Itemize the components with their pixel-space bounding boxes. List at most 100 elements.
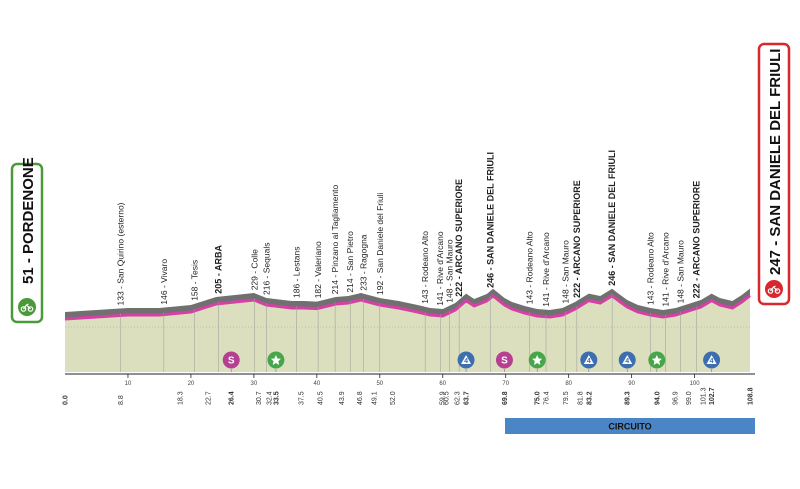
town-label: 143 - Rodeano Alto (646, 232, 656, 305)
sprint-icon (222, 351, 240, 369)
town-label: 246 - SAN DANIELE DEL FRIULI (486, 152, 496, 288)
mountain-glyph (706, 355, 717, 364)
kom-marker: 4 (618, 351, 636, 372)
route-line (64, 293, 751, 321)
km-label: 75.0 (535, 391, 542, 405)
km-label: 49.1 (372, 391, 379, 405)
town-label: 141 - Rive d'Arcano (435, 231, 445, 306)
star-glyph (651, 355, 662, 365)
circuit-bar (505, 418, 755, 434)
star-glyph (532, 355, 543, 365)
axis-tick-label: 30 (251, 381, 258, 387)
kom-marker: 4 (457, 351, 475, 372)
town-label: 141 - Rive d'Arcano (541, 232, 551, 307)
km-label: 83.2 (586, 391, 593, 405)
axis-tick-label: 80 (565, 381, 572, 387)
finish-frame (757, 42, 791, 306)
mountain-glyph (461, 355, 472, 364)
kom-category: 4 (464, 358, 468, 365)
km-label: 99.0 (686, 391, 693, 405)
km-label: 79.5 (563, 391, 570, 405)
kom-marker: 4 (703, 351, 721, 372)
town-drop-lines (120, 293, 697, 372)
km-label: 96.9 (673, 391, 680, 405)
km-label: 59.9 (440, 391, 447, 405)
town-label: 186 - Lestans (292, 246, 302, 298)
km-label: 40.5 (318, 391, 325, 405)
km-label: 94.0 (654, 391, 661, 405)
town-label: 148 - San Mauro (561, 240, 571, 304)
km-label: 63.7 (464, 391, 471, 405)
star-glyph (270, 355, 281, 365)
town-label: 148 - San Mauro (445, 239, 455, 303)
km-label: 33.5 (273, 391, 280, 405)
km-label: 8.8 (118, 395, 125, 405)
town-label: 214 - San Pietro (345, 231, 355, 293)
kom-category: 4 (710, 358, 714, 365)
start-bike-glyph (20, 303, 34, 312)
axis-tick-label: 60 (439, 381, 446, 387)
town-label: 214 - Pinzano al Tagliamento (330, 184, 340, 294)
sprint-marker: S (495, 351, 513, 372)
km-label: 76.4 (544, 391, 551, 405)
km-label: 60.5 (443, 391, 450, 405)
km-label: 102.7 (709, 387, 716, 405)
start-frame (10, 162, 44, 324)
km-label: 52.0 (390, 391, 397, 405)
km-label: 69.8 (502, 391, 509, 405)
finish-bike-glyph (767, 285, 781, 294)
mountain-glyph (583, 355, 594, 364)
km-label: 101.3 (700, 387, 707, 405)
axis-tick-label: 90 (628, 381, 635, 387)
sprint-marker: S (222, 351, 240, 372)
axis-tick-label: 70 (502, 381, 509, 387)
town-label: 222 - ARCANO SUPERIORE (572, 180, 582, 298)
axis-tick-label: 40 (313, 381, 320, 387)
km-label: 32.4 (267, 391, 274, 405)
town-label: 143 - Rodeano Alto (525, 231, 535, 304)
start-label: 51 - PORDENONE (20, 157, 37, 284)
km-label: 18.3 (178, 391, 185, 405)
km-label: 62.3 (455, 391, 462, 405)
circuit-label: CIRCUITO (608, 422, 651, 432)
town-label: 222 - ARCANO SUPERIORE (692, 181, 702, 299)
axis-tick-label: 10 (125, 381, 132, 387)
town-label: 216 - Sequals (262, 243, 272, 295)
km-label: 89.3 (625, 391, 632, 405)
kom-marker: 4 (580, 351, 598, 372)
axis-tick-label: 50 (376, 381, 383, 387)
town-label: 158 - Tesis (190, 260, 200, 301)
intermediate-marker (528, 351, 546, 372)
town-label: 146 - Vivaro (159, 259, 169, 305)
mountain-glyph (622, 355, 633, 364)
stage-markers: S 4 S 4 4 4 (222, 351, 721, 372)
km-label: 26.4 (229, 391, 236, 405)
km-label: 30.7 (256, 391, 263, 405)
town-label: 141 - Rive d'Arcano (661, 232, 671, 307)
finish-bike-icon (765, 280, 783, 298)
profile-ground (65, 295, 750, 372)
finish-label: 247 - SAN DANIELE DEL FRIULI (767, 49, 784, 275)
sprint-icon (495, 351, 513, 369)
town-label: 143 - Rodeano Alto (420, 231, 430, 304)
finish-panel: 247 - SAN DANIELE DEL FRIULI (757, 42, 791, 306)
town-label: 222 - ARCANO SUPERIORE (454, 179, 464, 297)
profile-top-band (65, 288, 750, 319)
start-panel: 51 - PORDENONE (10, 157, 44, 324)
town-label: 205 - ARBA (214, 245, 224, 294)
intermediate-marker (648, 351, 666, 372)
km-label: 37.5 (299, 391, 306, 405)
town-label: 182 - Valeriano (313, 241, 323, 298)
km-label: 22.7 (205, 391, 212, 405)
town-label: 192 - San Daniele del Friuli (375, 192, 385, 295)
intermediate-marker (267, 351, 285, 372)
axis-tick-label: 100 (690, 381, 701, 387)
kom-category: 4 (625, 358, 629, 365)
town-label: 229 - Colle (250, 249, 260, 290)
km-label: 0.0 (63, 395, 70, 405)
town-label: 233 - Ragogna (358, 234, 368, 291)
